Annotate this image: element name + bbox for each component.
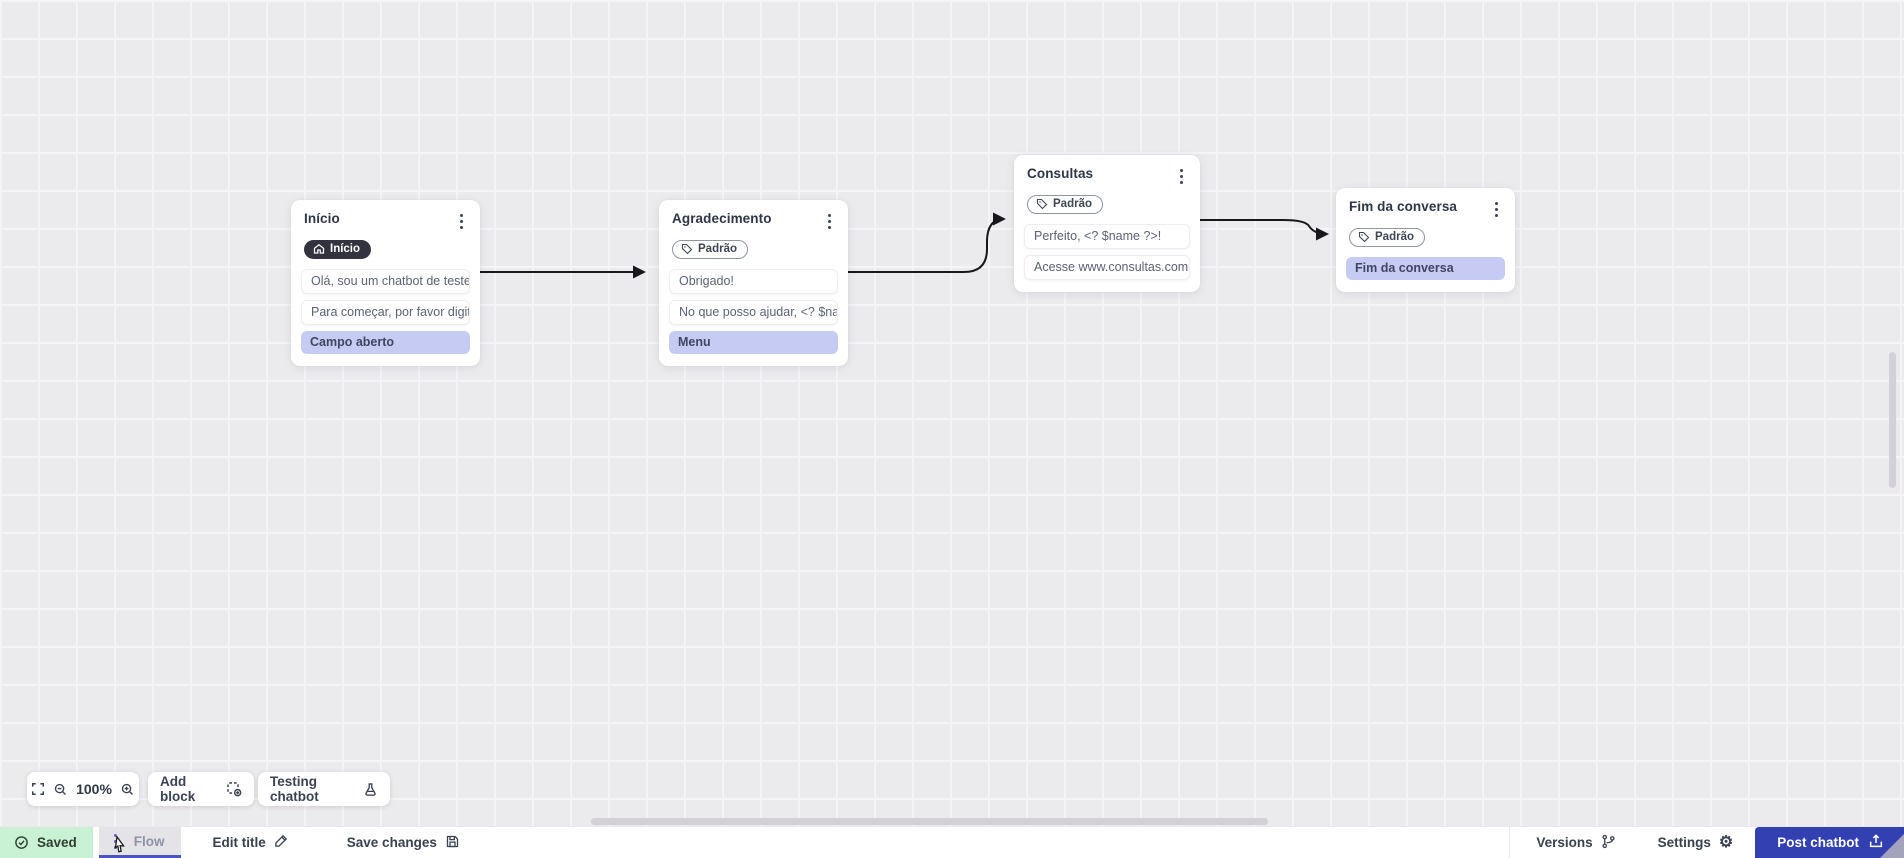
block-text[interactable]: No que posso ajudar, <? $name ... <box>669 300 838 325</box>
tag-icon <box>681 243 693 255</box>
gear-icon: ⚙ <box>1718 833 1734 851</box>
node-menu-icon[interactable] <box>1175 166 1188 187</box>
horizontal-scrollbar[interactable] <box>591 818 1268 825</box>
floppy-icon <box>445 834 460 852</box>
node-inicio[interactable]: Início Início Olá, sou um chatbot de tes… <box>291 200 480 366</box>
node-menu-icon[interactable] <box>1490 199 1503 220</box>
node-title: Agradecimento <box>672 211 772 226</box>
saved-label: Saved <box>37 835 77 850</box>
flow-tab-label: Flow <box>133 833 165 849</box>
node-consultas[interactable]: Consultas Padrão Perfeito, <? $name ?>! … <box>1014 155 1200 292</box>
padrao-badge[interactable]: Padrão <box>1027 195 1103 214</box>
saved-status: Saved <box>0 827 93 858</box>
pencil-icon <box>274 833 289 852</box>
node-menu-icon[interactable] <box>823 211 836 232</box>
node-title: Fim da conversa <box>1349 199 1458 214</box>
versions-button[interactable]: Versions <box>1510 827 1635 858</box>
start-badge[interactable]: Início <box>304 240 372 259</box>
block-input[interactable]: Campo aberto <box>301 331 470 354</box>
block-text[interactable]: Para começar, por favor digite o ... <box>301 300 470 325</box>
zoom-out-icon[interactable] <box>53 782 68 797</box>
add-block-icon <box>226 781 242 797</box>
node-title: Consultas <box>1027 166 1094 181</box>
tag-icon <box>1358 231 1370 243</box>
tab-flow[interactable]: Flow <box>98 827 181 858</box>
add-block-button[interactable]: Add block <box>148 772 254 806</box>
block-text[interactable]: Perfeito, <? $name ?>! <box>1024 224 1190 249</box>
settings-button[interactable]: Settings ⚙ <box>1657 833 1734 851</box>
edit-title-button[interactable]: Edit title <box>195 827 307 858</box>
flask-icon <box>363 782 378 797</box>
git-branch-icon <box>1601 834 1616 852</box>
flow-canvas[interactable] <box>0 0 1904 826</box>
flow-menu-icon[interactable] <box>109 831 122 852</box>
window-resize-corner[interactable] <box>1880 834 1904 858</box>
node-fim-da-conversa[interactable]: Fim da conversa Padrão Fim da conversa <box>1336 188 1515 292</box>
home-icon <box>313 243 325 254</box>
block-text[interactable]: Obrigado! <box>669 269 838 294</box>
block-text[interactable]: Acesse www.consultas.com par... <box>1024 255 1190 280</box>
zoom-level: 100% <box>76 781 112 797</box>
block-input[interactable]: Menu <box>669 331 838 354</box>
status-bar: Saved Flow Edit title Save changes Versi… <box>0 826 1904 858</box>
fullscreen-icon[interactable] <box>31 782 45 796</box>
add-block-label: Add block <box>160 774 196 804</box>
node-menu-icon[interactable] <box>455 211 468 232</box>
zoom-in-icon[interactable] <box>120 782 135 797</box>
block-input[interactable]: Fim da conversa <box>1346 257 1505 280</box>
padrao-badge[interactable]: Padrão <box>1349 228 1425 247</box>
padrao-badge[interactable]: Padrão <box>672 240 748 259</box>
node-title: Início <box>304 211 340 226</box>
node-agradecimento[interactable]: Agradecimento Padrão Obrigado! No que po… <box>659 200 848 366</box>
tag-icon <box>1036 198 1048 210</box>
vertical-scrollbar[interactable] <box>1889 352 1896 488</box>
check-circle-icon <box>15 836 28 849</box>
block-text[interactable]: Olá, sou um chatbot de teste! <box>301 269 470 294</box>
canvas-zoom-toolbar: 100% <box>27 772 139 806</box>
save-changes-button[interactable]: Save changes <box>329 827 478 858</box>
status-bar-right: Versions Settings ⚙ Post chatbot <box>1509 827 1904 858</box>
testing-chatbot-button[interactable]: Testing chatbot <box>258 772 390 806</box>
testing-chatbot-label: Testing chatbot <box>270 774 319 804</box>
post-chatbot-button[interactable]: Post chatbot <box>1755 827 1904 858</box>
